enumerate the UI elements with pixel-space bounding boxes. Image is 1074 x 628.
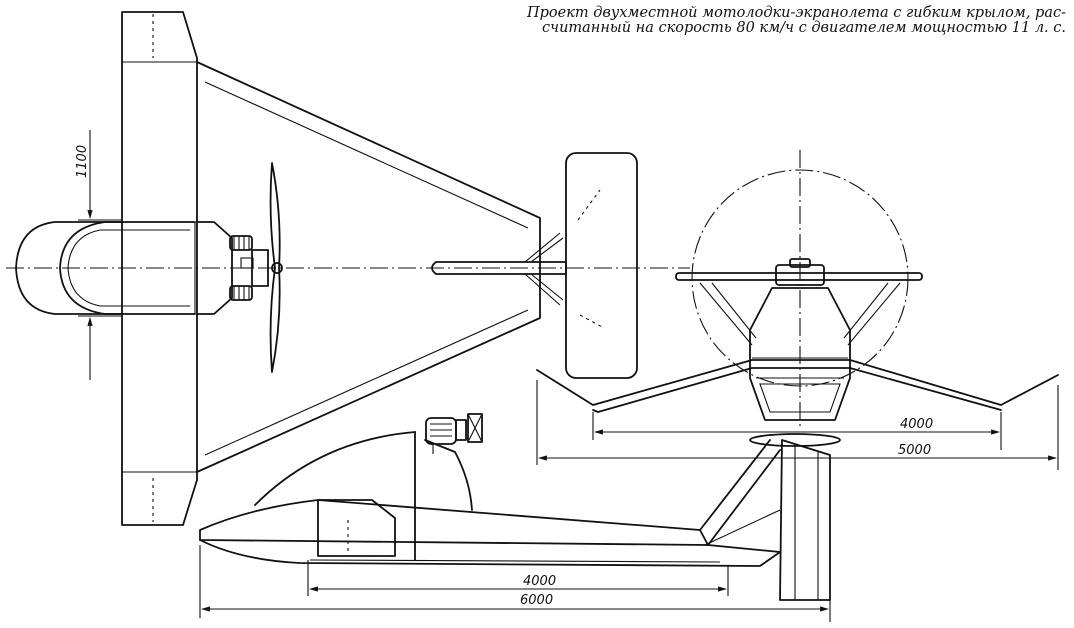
tail-boom [431,261,567,275]
side-hull-bottom [199,539,781,567]
dimension-front-4000: 4000 [592,412,1002,450]
propeller-blade-front [675,272,923,281]
caption-line-2: считанный на скорость 80 км/ч с двигател… [541,20,1066,36]
dimension-label-1100: 1100 [75,145,90,178]
cockpit-canopy [59,221,196,315]
engine-cylinder-lower [229,285,253,301]
flexible-wing [196,61,541,473]
dimension-1100: 1100 [75,130,122,380]
drawing-caption: Проект двухместной мотолодки-экранолета … [436,6,1066,36]
side-engine [425,417,457,445]
dimension-label-front-5000: 5000 [898,443,931,458]
dimension-label-front-4000: 4000 [900,417,933,432]
plan-view [6,11,690,526]
wing-endplate-left [121,11,198,526]
side-view [199,413,841,601]
dimension-label-side-4000: 4000 [523,574,556,589]
tail-stabilizer-plan [565,152,638,379]
side-stabilizer-profile [749,433,841,447]
dimension-side-4000: 4000 [307,560,729,596]
engine-head-front [775,264,825,286]
side-hull-deck [199,499,709,546]
front-wing-lower [592,367,1002,413]
side-cockpit [317,499,396,557]
engine-pod [196,221,233,315]
propeller-plan [269,162,281,373]
cabin-front [749,287,851,421]
side-propeller [467,413,483,443]
front-view [536,150,1059,430]
dimension-label-side-6000: 6000 [520,593,553,608]
propeller-hub [271,262,283,274]
side-vertical-fin [779,439,831,601]
dimension-side-6000: 6000 [199,545,831,622]
wing-spar-front [204,81,529,229]
hull-nose [15,221,123,315]
wing-spar-rear [204,309,529,456]
engine-cylinder-upper [229,235,253,251]
side-wing-arc [254,431,416,506]
caption-line-1: Проект двухместной мотолодки-экранолета … [526,5,1066,21]
dimension-front-5000: 5000 [536,380,1059,470]
front-wing-outline [536,359,1059,406]
